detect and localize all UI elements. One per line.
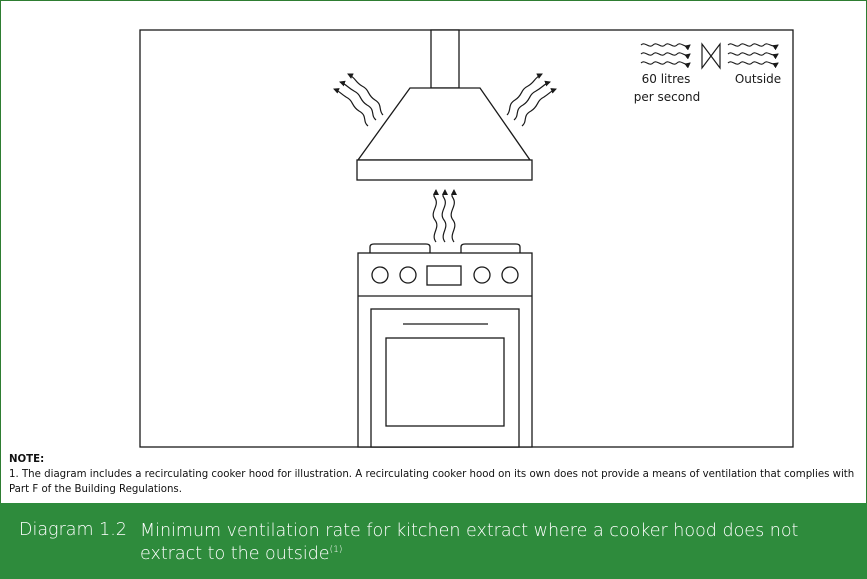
flow-wavy-arrows-outside [727,43,779,69]
diagram-caption: Diagram 1.2 Minimum ventilation rate for… [0,503,867,579]
control-knob-4 [501,266,519,284]
hood-chimney [430,29,460,89]
air-wavy-arrows-left [333,73,384,127]
cooker [357,243,533,448]
flow-rate-label-line2: per second [634,90,701,104]
hob-burner-right [460,243,521,253]
air-wavy-arrows-right [506,73,557,127]
flow-valve-icon [701,42,721,70]
outside-label: Outside [735,72,781,86]
extract-flow-indicator: 60 litres per second Outside [634,42,781,104]
note-title: NOTE: [9,454,45,465]
caption-footnote-marker: (1) [329,545,343,556]
cooker-hood [356,29,533,181]
control-knob-1 [371,266,389,284]
flow-rate-label-line1: 60 litres [642,72,691,86]
flow-wavy-arrows-inside [640,43,691,69]
air-wavy-arrows-rising [432,189,457,243]
display-panel [426,265,462,286]
oven-window [385,337,505,427]
control-knob-3 [473,266,491,284]
hood-base [356,159,533,181]
caption-number: Diagram 1.2 [19,520,127,540]
hood-canopy [356,87,532,161]
note-block: NOTE: 1. The diagram includes a recircul… [9,452,859,497]
hob-burner-left [369,243,431,253]
control-knob-2 [399,266,417,284]
note-text: 1. The diagram includes a recirculating … [9,469,855,495]
caption-title-wrap: Minimum ventilation rate for kitchen ext… [140,520,840,566]
caption-title: Minimum ventilation rate for kitchen ext… [140,521,799,564]
